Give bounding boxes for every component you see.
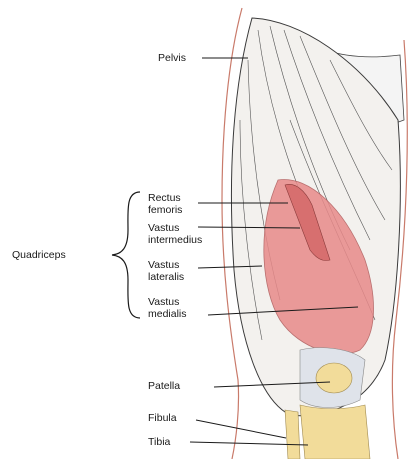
label-rectus-femoris: Rectus femoris xyxy=(148,192,182,216)
label-intermedius-line2: intermedius xyxy=(148,234,202,246)
label-patella: Patella xyxy=(148,380,180,392)
label-fibula: Fibula xyxy=(148,412,177,424)
quadriceps-brace xyxy=(112,192,140,318)
label-medialis-line1: Vastus xyxy=(148,296,187,308)
label-tibia: Tibia xyxy=(148,436,170,448)
label-medialis-line2: medialis xyxy=(148,308,187,320)
label-lateralis-line1: Vastus xyxy=(148,259,184,271)
label-intermedius-line1: Vastus xyxy=(148,222,202,234)
label-rectus-line2: femoris xyxy=(148,204,182,216)
label-vastus-medialis: Vastus medialis xyxy=(148,296,187,320)
tibia-bone xyxy=(300,405,370,459)
label-vastus-intermedius: Vastus intermedius xyxy=(148,222,202,246)
patella-bone xyxy=(316,363,352,393)
label-lateralis-line2: lateralis xyxy=(148,271,184,283)
fibula-bone xyxy=(285,410,300,459)
label-pelvis: Pelvis xyxy=(158,52,186,64)
label-vastus-lateralis: Vastus lateralis xyxy=(148,259,184,283)
label-rectus-line1: Rectus xyxy=(148,192,182,204)
label-quadriceps: Quadriceps xyxy=(12,249,66,261)
